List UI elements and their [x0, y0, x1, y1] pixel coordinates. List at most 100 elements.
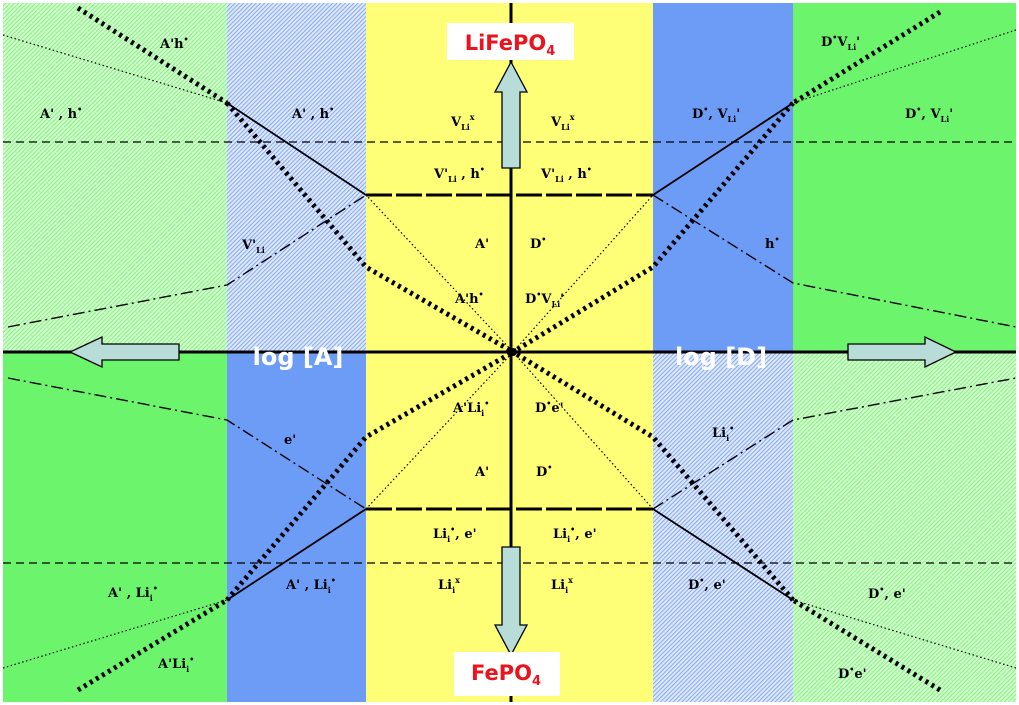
label-b10-part: i [328, 585, 331, 595]
label-top-12: A' [474, 237, 489, 252]
label-bottom-9: A' , Lii• [107, 583, 158, 603]
label-b9-part: A' , Li [107, 586, 150, 601]
label-b13-part: D [688, 578, 699, 593]
label-b5-part: A' [474, 465, 489, 480]
solid-sloped-lines [226, 102, 794, 601]
thick-dotted-line-bottom-left [76, 597, 229, 693]
label-t7-part: , h [564, 167, 588, 182]
thick-dotted-line-bottom-right-inner [511, 349, 795, 602]
label-b11-part: x [455, 575, 460, 585]
label-t13-part: • [541, 234, 546, 244]
label-b7-part: i [447, 534, 450, 544]
dotted-line-top-right [512, 29, 1017, 353]
dash-dot-line-bottom-right [652, 377, 1017, 510]
label-top-2: A' , h• [39, 104, 82, 122]
species-labels: A'h• A' , h• A' , h• VLix VLix V'Li , h•… [39, 32, 953, 682]
label-b10-part: A' , Li [285, 578, 328, 593]
label-t16-part: • [536, 289, 541, 299]
label-top-15: A'h• [454, 289, 484, 307]
title-bottom: FePO4 [454, 652, 560, 696]
arrow-right [847, 335, 958, 369]
solid-line-bottom-right [652, 508, 794, 601]
title-top-main: LiFePO [465, 31, 547, 55]
thick-dotted-line-bottom-right [791, 597, 942, 693]
label-b13-part: • [699, 575, 704, 585]
label-t5-part: x [570, 112, 575, 122]
label-b8-part: Li [553, 527, 567, 542]
label-t7-part: Li [555, 174, 564, 184]
label-t9-part: ' [736, 107, 740, 122]
label-t2-part: A' , h [39, 107, 78, 122]
label-b10-part: • [331, 575, 336, 585]
label-bottom-10: A' , Lii• [285, 575, 336, 595]
label-b14-part: D [868, 587, 879, 602]
label-b14-part: , e' [884, 587, 905, 602]
label-b9-part: i [150, 593, 153, 603]
label-b15-part: • [189, 654, 194, 664]
thick-dotted-line-bottom-left-inner [225, 349, 515, 602]
label-t14-part: h [765, 237, 775, 252]
label-t7-part: V' [540, 167, 555, 182]
label-t14-part: • [774, 234, 779, 244]
label-top-5: VLix [550, 112, 575, 132]
label-t4-part: x [470, 112, 475, 122]
label-top-4: VLix [450, 112, 475, 132]
title-bottom-text: FePO4 [471, 661, 541, 689]
label-t8-part: • [832, 32, 837, 42]
label-t7-part: • [587, 164, 592, 174]
label-t1-part: A'h [159, 37, 184, 52]
label-bottom-8: Lii•, e' [553, 524, 597, 544]
label-t12-part: A' [474, 237, 489, 252]
label-b2-part: • [546, 398, 551, 408]
label-t3-part: • [329, 104, 334, 114]
label-t10-part: D [905, 107, 916, 122]
title-bottom-main: FePO [471, 661, 532, 685]
thick-dotted-line-top-left [76, 5, 229, 106]
label-b3-part: e' [284, 433, 296, 448]
thick-dotted-lines [76, 5, 942, 693]
label-t16-part: V [540, 292, 552, 307]
arrows [68, 60, 958, 657]
label-t6-part: • [480, 164, 485, 174]
label-t16-part: ' [560, 292, 564, 307]
label-b1-part: A'Li [452, 401, 481, 416]
label-top-10: D•, VLi' [905, 104, 953, 124]
label-b12-part: Li [551, 578, 565, 593]
label-t15-part: A'h [454, 292, 479, 307]
label-top-1: A'h• [159, 34, 189, 52]
title-top-text: LiFePO4 [465, 31, 556, 59]
label-bottom-14: D•, e' [868, 584, 906, 602]
label-b4-part: • [729, 423, 734, 433]
label-t11-part: V' [241, 238, 256, 253]
label-t9-part: D [692, 107, 703, 122]
label-b9-part: • [153, 583, 158, 593]
label-top-3: A' , h• [291, 104, 334, 122]
title-top-subscript: 4 [546, 44, 555, 59]
label-top-9: D•, VLi' [692, 104, 740, 124]
label-bottom-7: Lii•, e' [433, 524, 477, 544]
title-bottom-subscript: 4 [532, 674, 541, 689]
title-bottom-box [454, 652, 560, 696]
label-b8-part: • [570, 524, 575, 534]
solid-line-top-left [226, 102, 367, 196]
label-bottom-11: Liix [438, 575, 460, 595]
thick-dotted-line-top-left-inner [225, 101, 515, 355]
label-b16-part: e' [854, 667, 866, 682]
label-t6-part: , h [457, 167, 481, 182]
label-t8-part: ' [856, 35, 860, 50]
label-t6-part: V' [433, 167, 448, 182]
label-top-7: V'Li , h• [540, 164, 592, 184]
label-b6-part: • [547, 462, 552, 472]
label-t10-part: , V [921, 107, 941, 122]
label-bottom-6: D• [536, 462, 552, 480]
label-b1-part: • [484, 398, 489, 408]
arrow-down [493, 546, 529, 657]
label-t4-part: V [450, 115, 462, 130]
label-b11-part: Li [438, 578, 452, 593]
label-t4-part: Li [461, 122, 470, 132]
label-b8-part: i [567, 534, 570, 544]
label-t8-part: Li [848, 42, 857, 52]
dash-dot-line-top-left [7, 194, 367, 328]
title-top: LiFePO4 [447, 23, 574, 60]
